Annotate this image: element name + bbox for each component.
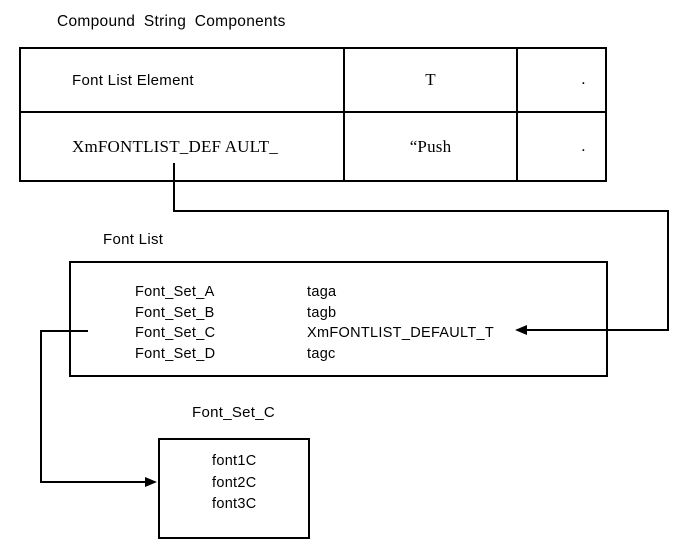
connector-fontsetc-segment-stub: [40, 330, 88, 332]
font-set-tag: tagc: [307, 345, 336, 362]
font-list-row: Font_Set_C XmFONTLIST_DEFAULT_T: [135, 323, 606, 344]
connector-fontsetc-segment-down: [40, 330, 42, 483]
font-set-name: Font_Set_C: [135, 325, 216, 341]
compound-string-table: Font List Element T . XmFONTLIST_DEF AUL…: [19, 47, 607, 182]
connector-table-to-fontlist-segment-across: [173, 210, 669, 212]
font-list-box: Font_Set_A taga Font_Set_B tagb Font_Set…: [69, 261, 608, 377]
font-list-label: Font List: [103, 231, 164, 248]
cell-dot-row2: .: [581, 137, 586, 155]
font-set-tag: taga: [307, 284, 337, 300]
font-set-tag: tagb: [307, 304, 337, 321]
font-set-c-box: font1C font2C font3C: [158, 438, 310, 539]
font-set-tag: XmFONTLIST_DEFAULT_T: [307, 325, 495, 341]
font-set-name: Font_Set_B: [135, 304, 215, 321]
font-list-row: Font_Set_B tagb: [135, 303, 606, 324]
right-arrowhead-icon: [145, 477, 157, 487]
font-item: font2C: [212, 474, 257, 491]
connector-table-to-fontlist-segment-into-box: [526, 329, 669, 331]
cell-push-text: “Push: [345, 113, 518, 180]
font-set-name: Font_Set_A: [135, 284, 215, 300]
connector-table-to-fontlist-segment-drop: [667, 210, 669, 331]
font-set-c-label: Font_Set_C: [192, 404, 276, 421]
font-set-name: Font_Set_D: [135, 345, 216, 362]
connector-fontsetc-segment-across: [40, 481, 147, 483]
cell-xmfontlist-default: XmFONTLIST_DEF AULT_: [21, 113, 345, 180]
cell-dot-row1: .: [518, 49, 605, 113]
font-list-row: Font_Set_D tagc: [135, 344, 606, 365]
diagram-title: Compound String Components: [57, 13, 286, 30]
font-item: font1C: [212, 453, 257, 469]
left-arrowhead-icon: [515, 325, 527, 335]
cell-tag-t: T: [345, 49, 518, 113]
font-item: font3C: [212, 496, 257, 512]
connector-table-to-fontlist-segment-down: [173, 163, 175, 212]
font-list-row: Font_Set_A taga: [135, 282, 606, 303]
cell-font-list-element: Font List Element: [21, 49, 345, 113]
